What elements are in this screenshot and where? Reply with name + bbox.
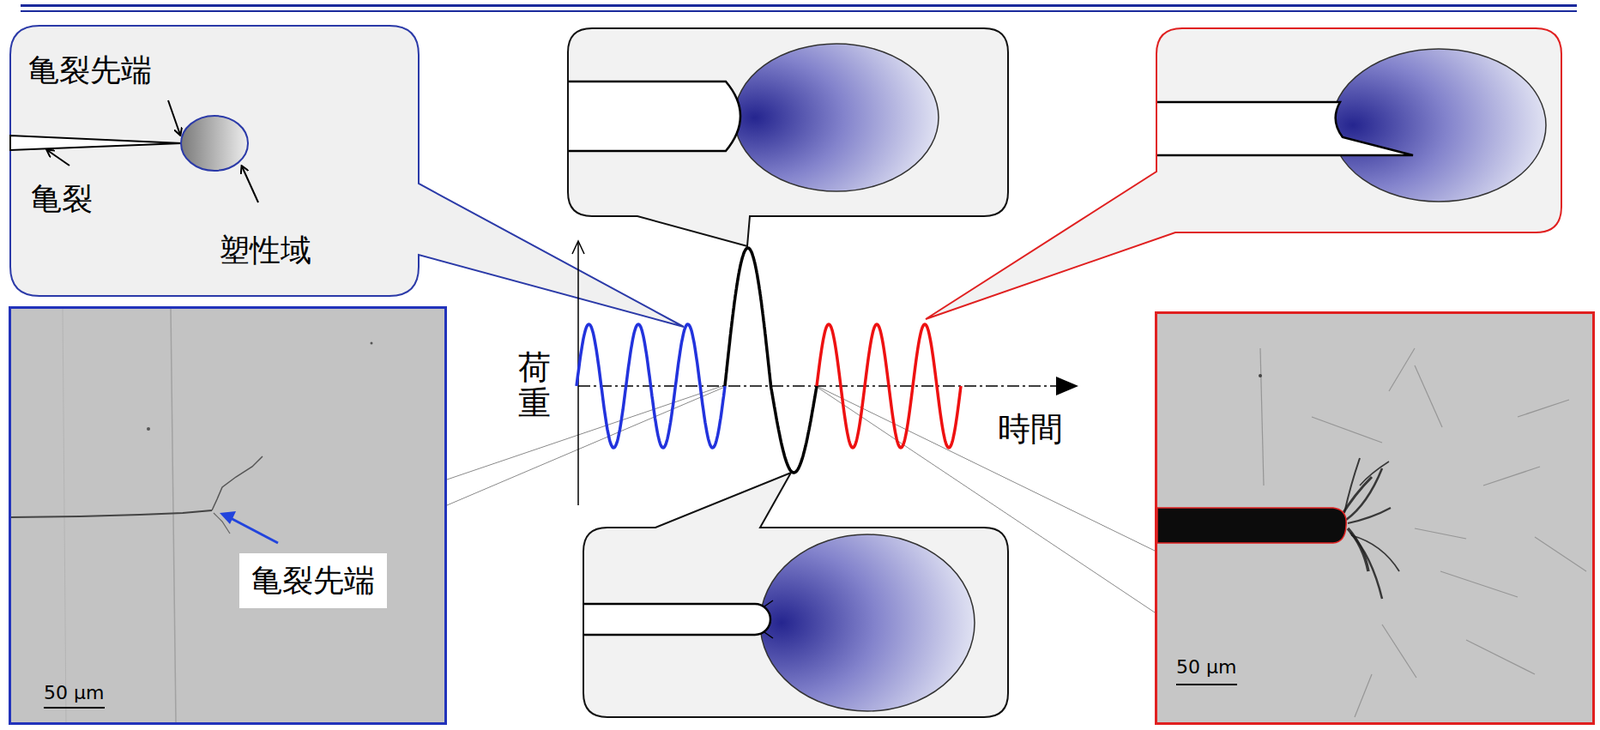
micrograph-image — [1354, 674, 1372, 718]
leader-line — [816, 386, 1155, 551]
callout-overload-trough — [584, 603, 771, 635]
callout-overload-trough — [764, 600, 773, 639]
callout-retarded-crack — [925, 28, 1562, 320]
micrograph-image — [211, 456, 263, 511]
leader-line — [446, 385, 725, 480]
load-time-graph — [572, 241, 585, 254]
load-time-graph — [724, 247, 817, 473]
callout-overload-peak — [567, 28, 1009, 247]
micrograph-panel: 50 μm — [1154, 311, 1595, 725]
micrograph-image — [1466, 640, 1535, 675]
micrograph-image — [1260, 348, 1264, 486]
micrograph-image — [1382, 624, 1417, 678]
callout-box: 亀裂先端亀裂塑性域 — [10, 25, 419, 296]
header-rule — [20, 4, 1577, 7]
micrograph-image — [1258, 374, 1262, 378]
micrograph-image — [227, 516, 278, 544]
callout-crack-tip — [47, 150, 70, 166]
callout-overload-trough — [583, 472, 1009, 718]
micrograph-image — [1388, 348, 1415, 392]
callout-retarded-crack — [925, 28, 1562, 320]
micrograph-image — [1440, 571, 1518, 598]
micrograph-image — [1359, 461, 1389, 486]
callout-crack-tip — [10, 135, 182, 151]
callout-overload-peak — [734, 43, 939, 192]
callout-overload-peak — [568, 81, 741, 151]
load-time-graph — [576, 324, 725, 448]
label-box: 亀裂先端 — [239, 553, 387, 609]
micrograph-image — [11, 510, 212, 518]
micrograph-image — [219, 511, 236, 525]
micrograph-image — [1414, 365, 1443, 428]
micrograph-image — [1347, 507, 1391, 524]
axis-label: 荷重 — [518, 350, 551, 423]
node-text: 亀裂 — [30, 181, 93, 217]
micrograph-image — [1157, 507, 1347, 544]
callout-crack-tip — [241, 166, 259, 203]
micrograph-image — [43, 706, 105, 709]
callout-overload-trough — [760, 534, 975, 712]
micrograph-image — [62, 308, 67, 723]
callout-overload-trough — [584, 603, 771, 635]
load-time-graph — [572, 241, 1079, 506]
micrograph-image — [1176, 683, 1238, 686]
micrograph-image — [1414, 528, 1467, 539]
micrograph-image — [1311, 416, 1383, 443]
callout-crack-tip — [181, 115, 248, 171]
micrograph-image — [1517, 399, 1570, 417]
callout-crack-tip — [168, 100, 181, 135]
micrograph-image — [1346, 468, 1383, 520]
node-text: 亀裂先端 — [251, 563, 375, 598]
callout-overload-peak — [568, 81, 741, 151]
micrograph-image — [1350, 532, 1383, 599]
callout-overload-peak — [567, 28, 1009, 247]
leader-line — [446, 386, 725, 506]
callout-overload-trough — [583, 472, 1009, 718]
node-text: 亀裂先端 — [28, 53, 152, 88]
callout-retarded-crack — [1331, 48, 1546, 202]
header-rule — [20, 10, 1577, 13]
micrograph-image — [1344, 458, 1360, 514]
axis-label: 時間 — [997, 411, 1063, 448]
callout-retarded-crack — [1157, 102, 1413, 156]
load-time-graph — [1056, 376, 1079, 396]
micrograph-image — [370, 342, 374, 345]
header-rule — [20, 4, 1577, 13]
callout-retarded-crack — [1157, 102, 1413, 156]
node-text: 50 μm — [43, 682, 104, 704]
micrograph-image — [11, 308, 445, 723]
node-text: 塑性域 — [218, 233, 312, 268]
micrograph-image — [1534, 537, 1587, 572]
micrograph-panel: 50 μm 亀裂先端 — [8, 306, 447, 725]
micrograph-image — [1351, 535, 1400, 572]
load-time-graph — [816, 324, 961, 448]
node-text: 50 μm — [1176, 657, 1237, 678]
micrograph-image — [146, 427, 151, 431]
micrograph-image — [1483, 466, 1540, 486]
micrograph-image — [170, 308, 176, 723]
